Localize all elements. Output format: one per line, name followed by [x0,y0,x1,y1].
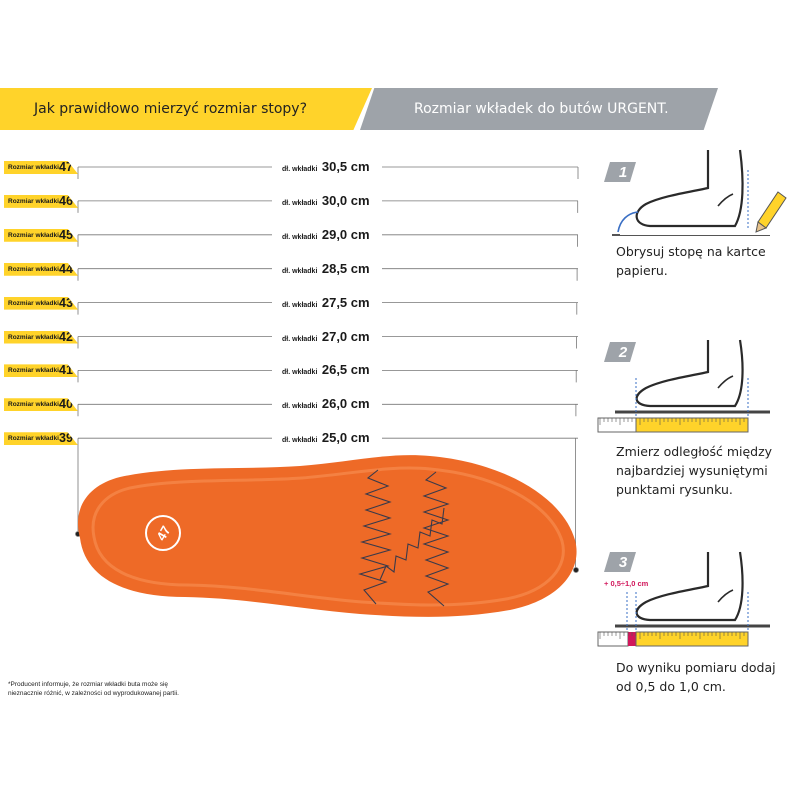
footnote: *Producent informuje, że rozmiar wkładki… [8,680,179,698]
step-3-caption: Do wyniku pomiaru dodaj od 0,5 do 1,0 cm… [616,658,776,696]
size-tag-label: Rozmiar wkładki [8,333,59,341]
step-3-line: od 0,5 do 1,0 cm. [616,679,726,694]
stitch-line [422,471,450,607]
length-prefix: dł. wkładki [282,369,318,377]
step-2-line: najbardziej wysuniętymi [616,463,768,478]
step-2-number: 2 [618,344,628,361]
banner-right-title: Rozmiar wkładek do butów URGENT. [414,101,669,117]
size-tag-label: Rozmiar wkładki [8,164,59,171]
insole-length-42: dł. wkładki 27,0 cm [282,328,378,344]
step-2-caption: Zmierz odległość między najbardziej wysu… [616,442,772,499]
size-tag-label: Rozmiar wkładki [8,197,59,205]
size-tag-label: Rozmiar wkładki [8,401,59,409]
step-1-caption: Obrysuj stopę na kartce papieru. [616,242,800,280]
length-prefix: dł. wkładki [282,166,318,173]
step-1-illustration [604,149,787,236]
insole-length-39: dł. wkładki 25,0 cm [282,429,378,445]
insole-length-45: dł. wkładki 29,0 cm [282,226,378,242]
length-value: 30,5 cm [321,159,370,174]
size-tag-label: Rozmiar wkładki [8,435,59,443]
size-tag-number: 45 [59,227,73,242]
insole-length-40: dł. wkładki 26,0 cm [282,395,378,411]
insole-length-43: dł. wkładki 27,5 cm [282,294,378,310]
length-value: 28,5 cm [321,260,370,276]
measure-dot [573,567,579,573]
size-tag-label: Rozmiar wkładki [8,265,59,273]
step-2-line: Zmierz odległość między [616,444,773,459]
insole-rim [91,466,565,607]
length-prefix: dł. wkładki [282,199,318,207]
step-3-number: 3 [619,554,628,571]
banner-left-title: Jak prawidłowo mierzyć rozmiar stopy? [34,101,308,117]
insole-size-number: 47 [153,523,173,543]
length-value: 30,0 cm [321,192,370,208]
size-tag-number: 41 [59,363,73,378]
stitch-line [358,469,393,605]
size-tag-number: 47 [59,160,73,174]
length-prefix: dł. wkładki [282,437,318,445]
length-prefix: dł. wkładki [282,301,318,309]
length-value: 26,5 cm [321,362,370,378]
insole-length-47: dł. wkładki 30,5 cm [282,158,378,174]
step-2-illustration [597,339,770,433]
length-prefix: dł. wkładki [282,403,318,411]
insole-illustration [77,455,577,617]
size-tag-number: 42 [59,329,73,344]
length-value: 27,0 cm [321,328,370,344]
length-value: 26,0 cm [321,396,370,412]
length-prefix: dł. wkładki [282,335,318,343]
step-1-number: 1 [619,164,627,181]
step-3-line: Do wyniku pomiaru dodaj [616,660,776,675]
size-tag-number: 46 [59,193,73,208]
size-tag-label: Rozmiar wkładki [8,299,59,307]
size-tag-number: 44 [59,261,73,276]
insole-shape [77,455,577,617]
size-tag-number: 39 [59,431,73,446]
length-value: 27,5 cm [321,294,370,310]
insole-length-44: dł. wkładki 28,5 cm [282,260,378,276]
stitch-line [379,507,445,581]
insole-length-41: dł. wkładki 26,5 cm [282,361,378,377]
size-tag-label: Rozmiar wkładki [8,367,59,375]
footnote-line: nieznacznie różnić, w zależności od wypr… [8,690,179,697]
length-value: 25,0 cm [321,430,370,446]
length-value: 29,0 cm [321,226,370,242]
step-1-line: Obrysuj stopę na kartce papieru. [616,244,766,278]
size-lines [75,166,579,573]
banner-right [360,88,718,130]
step-3-illustration [597,551,770,647]
footnote-line: *Producent informuje, że rozmiar wkładki… [8,681,169,688]
step-2-line: punktami rysunku. [616,482,733,497]
step-3-annotation: + 0,5÷1,0 cm [604,579,649,588]
size-badge-circle [145,515,181,551]
size-tag-label: Rozmiar wkładki [8,231,59,239]
size-tag-number: 43 [59,295,73,310]
size-tag-number: 40 [59,397,73,412]
insole-length-46: dł. wkładki 30,0 cm [282,192,378,208]
length-prefix: dł. wkładki [282,233,318,241]
length-prefix: dł. wkładki [282,267,318,275]
banner-left [0,88,372,130]
